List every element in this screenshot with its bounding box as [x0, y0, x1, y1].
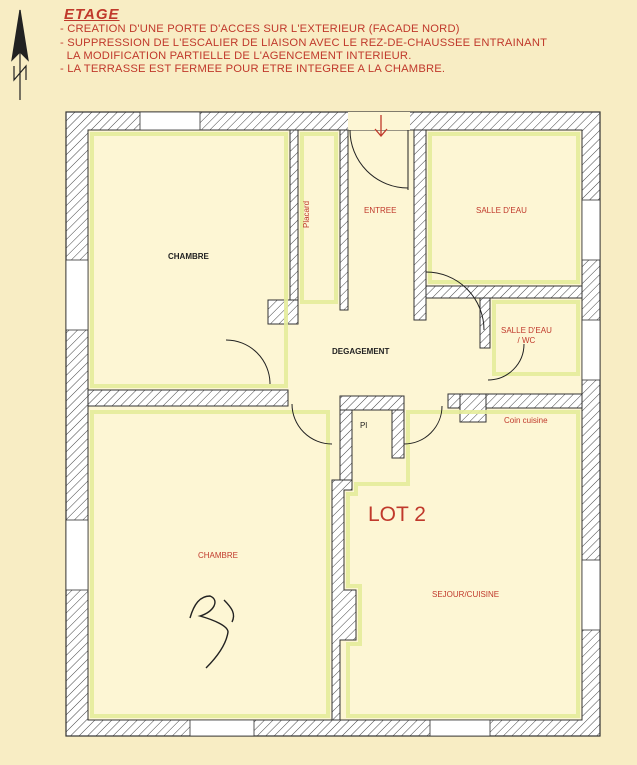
room-label-degagement: DEGAGEMENT [332, 347, 390, 356]
room-label-sejour: SEJOUR/CUISINE [432, 590, 500, 599]
interior-walls [87, 129, 583, 721]
room-label-coin-cuisine: Coin cuisine [504, 416, 548, 425]
door-swings [225, 129, 525, 445]
north-arrow-icon [11, 9, 29, 100]
room-label-chambre-bottom: CHAMBRE [198, 551, 239, 560]
lot-label: LOT 2 [368, 503, 426, 526]
note-3: - LA TERRASSE EST FERMEE POUR ETRE INTEG… [60, 63, 446, 75]
signature-mark [189, 595, 235, 669]
entry-arrow-icon [374, 115, 388, 137]
note-2: - SUPPRESSION DE L'ESCALIER DE LIAISON A… [60, 37, 548, 62]
room-label-salle-eau-1: SALLE D'EAU [476, 206, 527, 215]
notes-block: ETAGE - CREATION D'UNE PORTE D'ACCES SUR… [60, 6, 547, 76]
room-label-chambre-top: CHAMBRE [168, 252, 209, 261]
room-highlights [90, 132, 580, 718]
room-label-salle-eau-wc: SALLE D'EAU / WC [501, 326, 552, 345]
room-label-placard-pl: Pl [360, 421, 368, 430]
room-label-placard: Placard [302, 200, 311, 228]
page-title: ETAGE [64, 6, 120, 23]
note-1: - CREATION D'UNE PORTE D'ACCES SUR L'EXT… [60, 23, 460, 35]
room-label-entree: ENTREE [364, 206, 397, 215]
